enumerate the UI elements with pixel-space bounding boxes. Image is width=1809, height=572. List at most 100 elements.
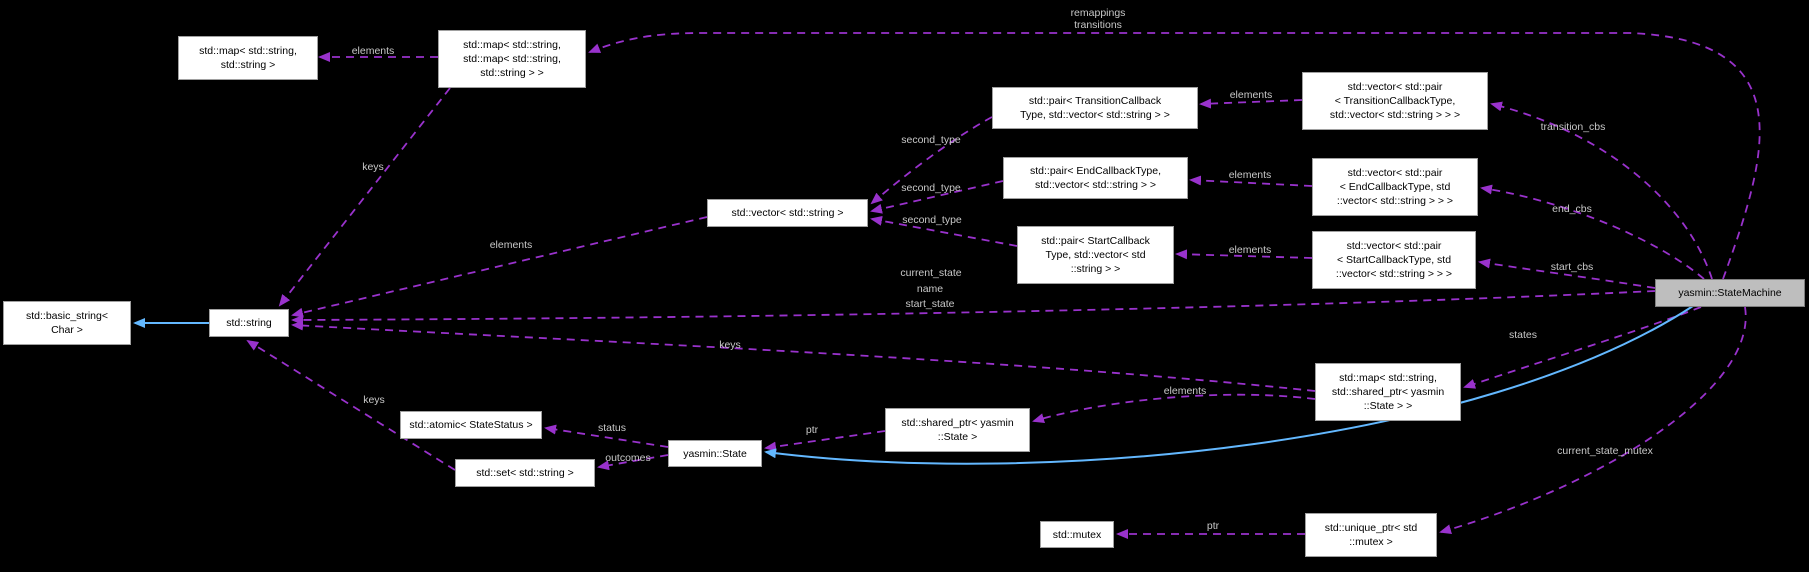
edge-label-states: states	[1508, 329, 1538, 341]
node-line: std::mutex	[1052, 528, 1102, 541]
node-std-basic-string[interactable]: std::basic_string< Char >	[3, 301, 131, 345]
edge-vector-string-elements	[291, 216, 708, 318]
node-line: std::vector< std::string > > >	[1329, 109, 1461, 121]
edge-inherit-statemachine-state	[764, 305, 1694, 465]
node-line: ::State > >	[1363, 400, 1413, 412]
node-std-string[interactable]: std::string	[209, 309, 289, 337]
node-std-set-string[interactable]: std::set< std::string >	[455, 459, 595, 487]
edge-state-ptr	[764, 430, 886, 452]
node-line: std::unique_ptr< std	[1324, 522, 1418, 534]
edge-label-remappings: remappings	[1070, 7, 1126, 19]
node-line: std::vector< std::pair	[1347, 167, 1443, 179]
node-line: std::pair< StartCallback	[1041, 235, 1150, 247]
node-std-map-string-string[interactable]: std::map< std::string, std::string >	[178, 36, 318, 80]
node-line: std::string >	[220, 59, 276, 71]
node-line: std::map< std::string,	[1339, 372, 1437, 384]
node-line: std::set< std::string >	[476, 467, 574, 479]
edge-current-state-mutex	[1439, 306, 1747, 535]
node-line: std::vector< std::string >	[731, 207, 844, 219]
edge-label-keys-map: keys	[362, 161, 384, 173]
node-line: ::State >	[937, 431, 978, 443]
edge-label-elements-states: elements	[1163, 385, 1207, 397]
node-std-vector-transition-callback[interactable]: std::vector< std::pair < TransitionCallb…	[1302, 72, 1488, 130]
node-std-pair-transition-callback[interactable]: std::pair< TransitionCallback Type, std:…	[992, 87, 1198, 129]
edge-label-end-cbs: end_cbs	[1552, 203, 1592, 215]
node-line: std::map< std::string,	[463, 53, 561, 65]
edge-label-second-type-transition: second_type	[901, 134, 961, 146]
edge-remappings-transitions	[588, 32, 1761, 280]
node-line: std::vector< std::pair	[1347, 81, 1443, 93]
edge-label-current-state: current_state	[900, 267, 962, 279]
node-line: ::string > >	[1070, 263, 1121, 275]
node-line: yasmin::StateMachine	[1678, 287, 1782, 299]
edge-label-second-type-end: second_type	[901, 182, 961, 194]
edge-label-elements-map: elements	[351, 45, 395, 57]
node-std-map-states[interactable]: std::map< std::string, std::shared_ptr< …	[1315, 363, 1461, 421]
node-std-atomic-statestatus[interactable]: std::atomic< StateStatus >	[400, 411, 542, 439]
node-std-unique-ptr-mutex[interactable]: std::unique_ptr< std ::mutex >	[1305, 513, 1437, 557]
node-std-pair-start-callback[interactable]: std::pair< StartCallback Type, std::vect…	[1017, 226, 1174, 284]
node-line: std::string	[226, 317, 272, 329]
edge-start-second-type	[870, 215, 1018, 247]
edge-label-start-cbs: start_cbs	[1550, 261, 1594, 273]
edge-label-ptr-state: ptr	[805, 424, 819, 436]
node-line: Type, std::vector< std	[1045, 249, 1146, 261]
edge-outcomes	[597, 454, 669, 471]
node-line: std::map< std::string,	[199, 45, 297, 57]
node-line: < EndCallbackType, std	[1339, 181, 1451, 193]
edge-label-status: status	[597, 422, 627, 434]
edge-set-keys	[246, 339, 456, 471]
edge-states-elements	[1032, 393, 1316, 423]
node-line: std::atomic< StateStatus >	[409, 419, 533, 431]
node-std-pair-end-callback[interactable]: std::pair< EndCallbackType, std::vector<…	[1003, 157, 1188, 199]
edge-start-cbs	[1478, 258, 1656, 289]
edge-label-transitions: transitions	[1074, 19, 1122, 31]
node-std-map-string-map[interactable]: std::map< std::string, std::map< std::st…	[438, 30, 586, 88]
node-line: std::shared_ptr< yasmin	[1331, 386, 1445, 398]
node-std-vector-start-callback[interactable]: std::vector< std::pair < StartCallbackTy…	[1312, 231, 1476, 289]
node-yasmin-state[interactable]: yasmin::State	[668, 440, 762, 467]
node-std-mutex[interactable]: std::mutex	[1040, 521, 1114, 548]
node-line: std::vector< std::string > >	[1034, 179, 1157, 191]
edge-label-name: name	[916, 283, 944, 295]
edge-status	[544, 424, 669, 448]
edge-end-elements	[1189, 175, 1313, 187]
node-std-shared-ptr-state[interactable]: std::shared_ptr< yasmin ::State >	[885, 408, 1030, 452]
edge-label-current-state-mutex: current_state_mutex	[1557, 445, 1653, 457]
edge-start-elements	[1175, 249, 1313, 260]
node-std-vector-string[interactable]: std::vector< std::string >	[707, 199, 868, 227]
node-std-vector-end-callback[interactable]: std::vector< std::pair < EndCallbackType…	[1312, 158, 1478, 216]
edge-label-outcomes: outcomes	[605, 452, 651, 464]
node-line: std::string > >	[480, 67, 544, 79]
edge-label-elements-end: elements	[1228, 169, 1272, 181]
edge-states-keys	[291, 320, 1316, 392]
node-line: std::pair< EndCallbackType,	[1029, 165, 1162, 177]
edge-current-state-name-start-state	[291, 290, 1656, 325]
node-line: std::pair< TransitionCallback	[1028, 95, 1162, 107]
edge-label-start-state: start_state	[905, 298, 955, 310]
node-line: < TransitionCallbackType,	[1334, 95, 1456, 107]
edge-transition-cbs	[1490, 101, 1713, 280]
edge-map-keys	[278, 87, 451, 307]
node-line: std::shared_ptr< yasmin	[901, 417, 1014, 429]
edge-label-elements-start: elements	[1228, 244, 1272, 256]
node-line: std::basic_string<	[25, 310, 108, 322]
edge-label-second-type-start: second_type	[902, 214, 962, 226]
node-line: ::vector< std::string > > >	[1336, 195, 1454, 207]
node-line: std::vector< std::pair	[1346, 240, 1442, 252]
node-line: yasmin::State	[683, 447, 747, 460]
edge-label-keys-states: keys	[719, 339, 741, 351]
edge-label-ptr-mutex: ptr	[1206, 520, 1220, 532]
edge-label-transition-cbs: transition_cbs	[1540, 121, 1606, 133]
node-line: < StartCallbackType, std	[1336, 254, 1452, 266]
node-line: ::mutex >	[1349, 536, 1393, 548]
node-line: std::map< std::string,	[463, 39, 561, 51]
edge-label-keys-set: keys	[363, 394, 385, 406]
node-line: Type, std::vector< std::string > >	[1020, 109, 1170, 121]
edge-transition-elements	[1199, 98, 1303, 109]
edge-states	[1463, 306, 1702, 389]
node-yasmin-statemachine: yasmin::StateMachine	[1655, 279, 1805, 307]
node-line: Char >	[51, 324, 83, 336]
